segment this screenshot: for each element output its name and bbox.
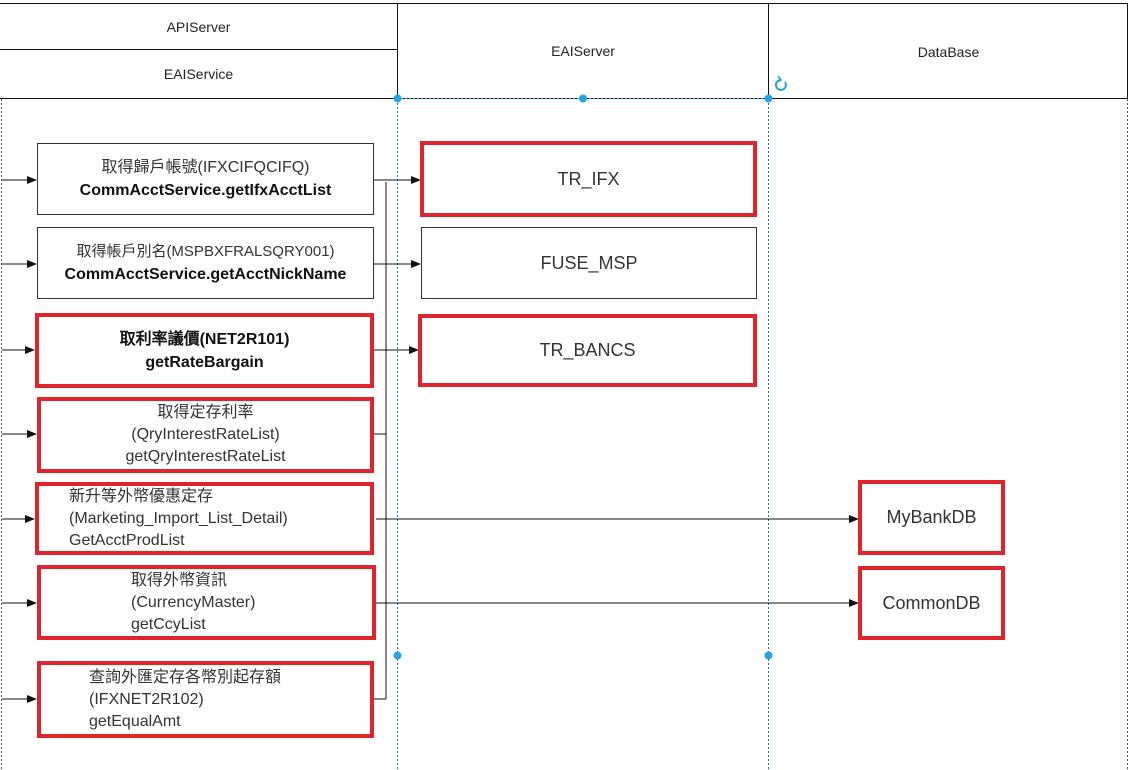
service-method: GetAcctProdList — [69, 531, 185, 549]
service-box-get-ccy-list[interactable]: 取得外幣資訊 (CurrencyMaster) getCcyList — [37, 565, 376, 640]
service-title: 取得外幣資訊 — [131, 571, 228, 589]
service-title: 取得歸戶帳號(IFXCIFQCIFQ) — [101, 159, 310, 176]
service-method: getRateBargain — [145, 353, 264, 371]
database-commondb[interactable]: CommonDB — [858, 566, 1005, 640]
service-method: getCcyList — [131, 615, 206, 633]
lane-header-eai-server: EAIServer — [398, 4, 768, 98]
lane-header-database: DataBase — [769, 4, 1128, 98]
database-label: MyBankDB — [886, 507, 977, 527]
database-mybankdb[interactable]: MyBankDB — [858, 480, 1005, 555]
service-box-get-equal-amt[interactable]: 查詢外匯定存各幣別起存額 (IFXNET2R102) getEqualAmt — [37, 661, 374, 738]
service-source: (Marketing_Import_List_Detail) — [69, 509, 288, 527]
selection-handles — [393, 94, 773, 660]
service-method: CommAcctService.getAcctNickName — [64, 266, 347, 283]
eai-target-fuse-msp[interactable]: FUSE_MSP — [421, 227, 757, 299]
eai-target-label: TR_BANCS — [539, 340, 636, 360]
eai-target-tr-ifx[interactable]: TR_IFX — [420, 141, 757, 217]
service-source: (QryInterestRateList) — [131, 426, 280, 443]
service-source: (CurrencyMaster) — [131, 593, 256, 611]
service-method: getEqualAmt — [89, 712, 181, 730]
service-title: 新升等外幣優惠定存 — [69, 487, 214, 505]
service-method: CommAcctService.getIfxAcctList — [79, 182, 332, 199]
rotate-icon — [774, 75, 787, 91]
service-box-get-qry-interest-rate-list[interactable]: 取得定存利率 (QryInterestRateList) getQryInter… — [37, 397, 374, 473]
service-title: 取利率議價(NET2R101) — [119, 330, 290, 348]
database-label: CommonDB — [882, 592, 981, 613]
lane-header-eai-service: EAIService — [0, 50, 397, 98]
service-method: getQryInterestRateList — [125, 448, 286, 465]
service-box-get-ifx-acct-list[interactable]: 取得歸戶帳號(IFXCIFQCIFQ) CommAcctService.getI… — [37, 143, 374, 215]
service-title: 查詢外匯定存各幣別起存額 — [89, 668, 282, 686]
service-box-get-rate-bargain[interactable]: 取利率議價(NET2R101) getRateBargain — [35, 313, 374, 388]
lane-header-label: APIServer — [166, 18, 231, 35]
service-box-get-acct-nick-name[interactable]: 取得帳戶別名(MSPBXFRALSQRY001) CommAcctService… — [37, 227, 374, 299]
service-title: 取得帳戶別名(MSPBXFRALSQRY001) — [76, 243, 335, 260]
lane-header-label: EAIServer — [551, 43, 615, 59]
eai-target-label: TR_IFX — [557, 168, 620, 189]
service-source: (IFXNET2R102) — [89, 690, 204, 708]
service-box-get-acct-prod-list[interactable]: 新升等外幣優惠定存 (Marketing_Import_List_Detail)… — [35, 482, 374, 555]
lane-header-api-server: APIServer — [0, 4, 397, 49]
eai-target-tr-bancs[interactable]: TR_BANCS — [418, 314, 757, 387]
lane-header-label: EAIService — [163, 66, 234, 82]
incoming-arrows — [2, 176, 37, 703]
lane-header-label: DataBase — [917, 44, 980, 60]
connector-arrows — [374, 176, 859, 700]
eai-target-label: FUSE_MSP — [540, 252, 638, 273]
service-title: 取得定存利率 — [157, 404, 254, 421]
lane-header-lines — [0, 3, 1128, 99]
